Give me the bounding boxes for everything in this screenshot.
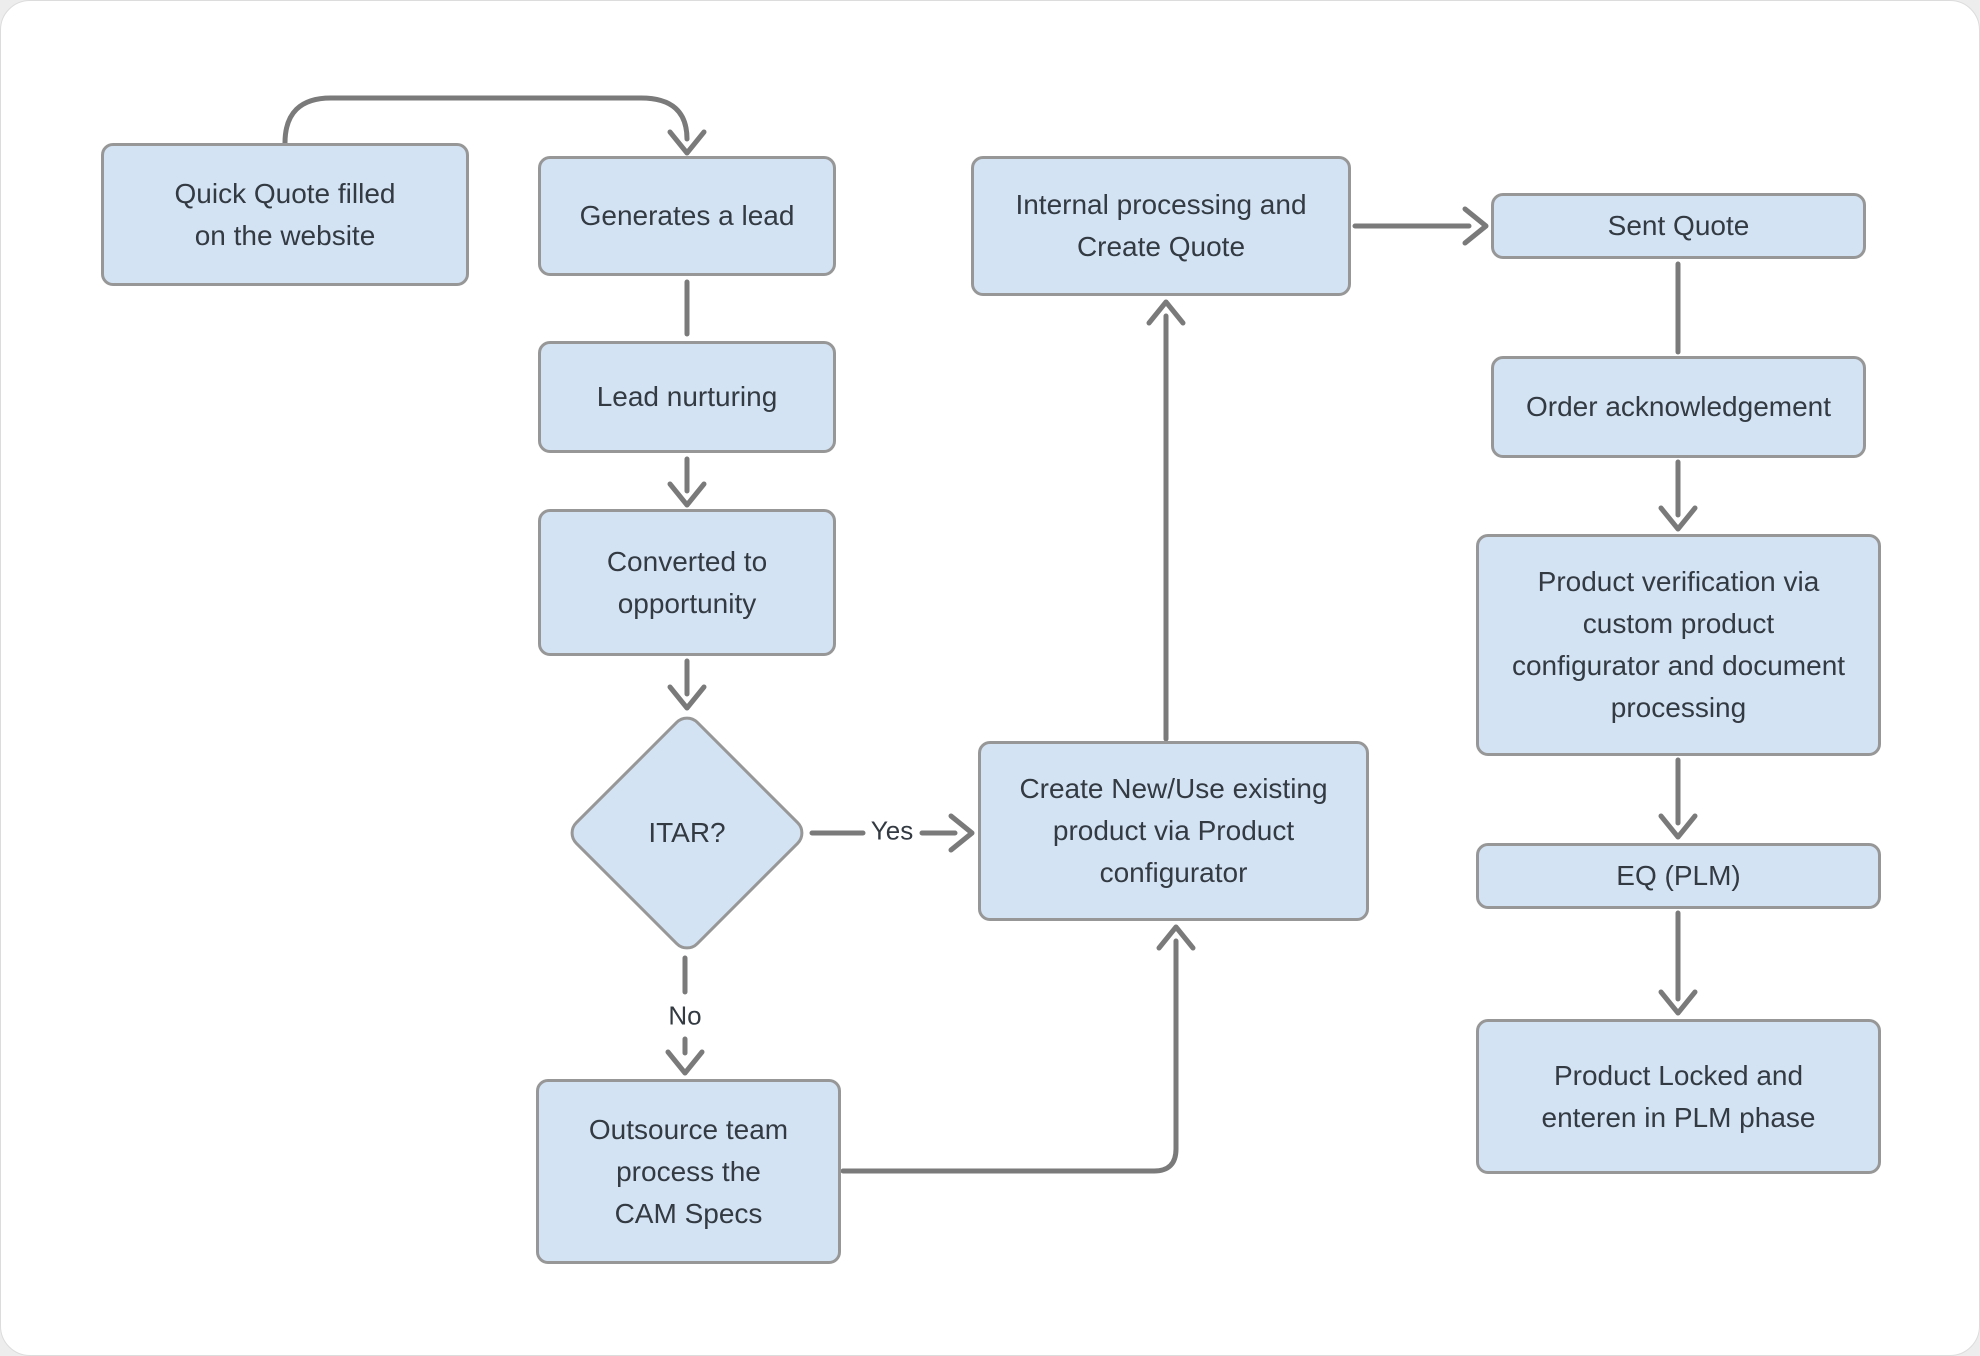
edge-lead-nurturing-to-converted (667, 456, 707, 508)
edge-eq-plm-to-locked (1658, 910, 1698, 1016)
edge-converted-to-itar (667, 658, 707, 711)
node-converted-opportunity: Converted to opportunity (538, 509, 836, 656)
node-order-acknowledgement: Order acknowledgement (1491, 356, 1866, 458)
edge-outsource-to-create-new (840, 924, 1196, 1174)
edge-order-ack-to-verification (1658, 459, 1698, 532)
edge-label-no: No (668, 1000, 702, 1031)
edge-quick-quote-to-generates-lead (282, 95, 707, 156)
node-product-locked: Product Locked and enteren in PLM phase (1476, 1019, 1881, 1174)
node-create-new-product: Create New/Use existing product via Prod… (978, 741, 1369, 921)
node-itar-label: ITAR? (648, 817, 726, 848)
edge-create-new-to-internal (1146, 299, 1186, 742)
edge-itar-to-create-new-yes (809, 813, 975, 853)
edge-verification-to-eq-plm (1658, 757, 1698, 840)
node-eq-plm: EQ (PLM) (1476, 843, 1881, 909)
node-lead-nurturing: Lead nurturing (538, 341, 836, 453)
node-outsource-cam-specs: Outsource team process the CAM Specs (536, 1079, 841, 1264)
node-quick-quote: Quick Quote filled on the website (101, 143, 469, 286)
edge-label-yes: Yes (870, 815, 914, 846)
edge-internal-to-sent-quote (1352, 206, 1489, 246)
node-internal-processing: Internal processing and Create Quote (971, 156, 1351, 296)
node-product-verification: Product verification via custom product … (1476, 534, 1881, 756)
node-sent-quote: Sent Quote (1491, 193, 1866, 259)
node-generates-lead: Generates a lead (538, 156, 836, 276)
edge-itar-to-outsource-no (665, 955, 705, 1076)
